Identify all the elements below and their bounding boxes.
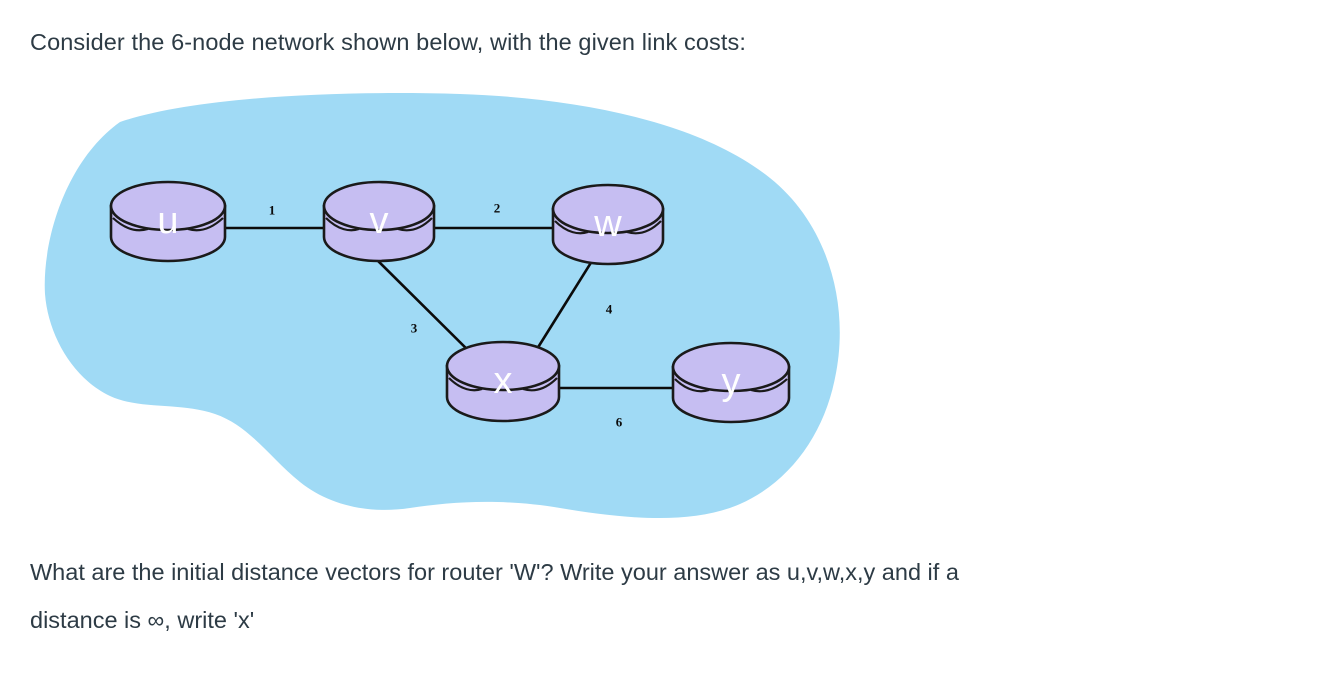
edge-cost-v-w: 2 xyxy=(494,201,501,216)
router-label-w: w xyxy=(593,203,622,245)
question-text-block: What are the initial distance vectors fo… xyxy=(30,548,1310,644)
router-arc-right-v xyxy=(397,217,433,232)
edge-v-x xyxy=(366,249,484,366)
router-arc-right-y xyxy=(750,378,788,393)
network-cloud-shape xyxy=(44,93,840,519)
edge-cost-w-x: 4 xyxy=(606,302,613,317)
router-node-u[interactable]: u xyxy=(109,180,227,263)
intro-text: Consider the 6-node network shown below,… xyxy=(30,29,747,55)
router-node-y[interactable]: y xyxy=(671,341,791,424)
router-arc-left-u xyxy=(112,217,149,232)
router-arc-right-x xyxy=(522,377,558,392)
question-line-1: What are the initial distance vectors fo… xyxy=(30,559,959,585)
edge-cost-v-x: 3 xyxy=(411,321,418,336)
router-node-v[interactable]: v xyxy=(322,180,436,263)
edge-cost-x-y: 6 xyxy=(616,415,623,430)
router-arc-right-w xyxy=(626,220,662,235)
question-line-2: distance is ∞, write 'x' xyxy=(30,607,255,633)
router-arc-left-y xyxy=(674,378,710,393)
router-top-u xyxy=(109,180,227,232)
router-arc-left-x xyxy=(448,377,483,392)
router-top-v xyxy=(322,180,436,232)
router-label-u: u xyxy=(157,200,178,242)
network-diagram: u v w xyxy=(0,78,900,538)
router-node-x[interactable]: x xyxy=(445,340,561,423)
router-arc-right-u xyxy=(187,217,224,232)
router-label-y: y xyxy=(722,361,741,403)
router-top-w xyxy=(551,183,665,235)
router-label-v: v xyxy=(370,200,389,242)
router-arc-left-v xyxy=(325,217,360,232)
router-label-x: x xyxy=(494,360,513,402)
router-arc-left-w xyxy=(554,220,589,235)
router-top-x xyxy=(445,340,561,392)
router-top-y xyxy=(671,341,791,393)
router-node-w[interactable]: w xyxy=(551,183,665,266)
edge-cost-labels: 1 2 3 4 6 xyxy=(269,201,623,430)
edge-cost-u-v: 1 xyxy=(269,203,276,218)
